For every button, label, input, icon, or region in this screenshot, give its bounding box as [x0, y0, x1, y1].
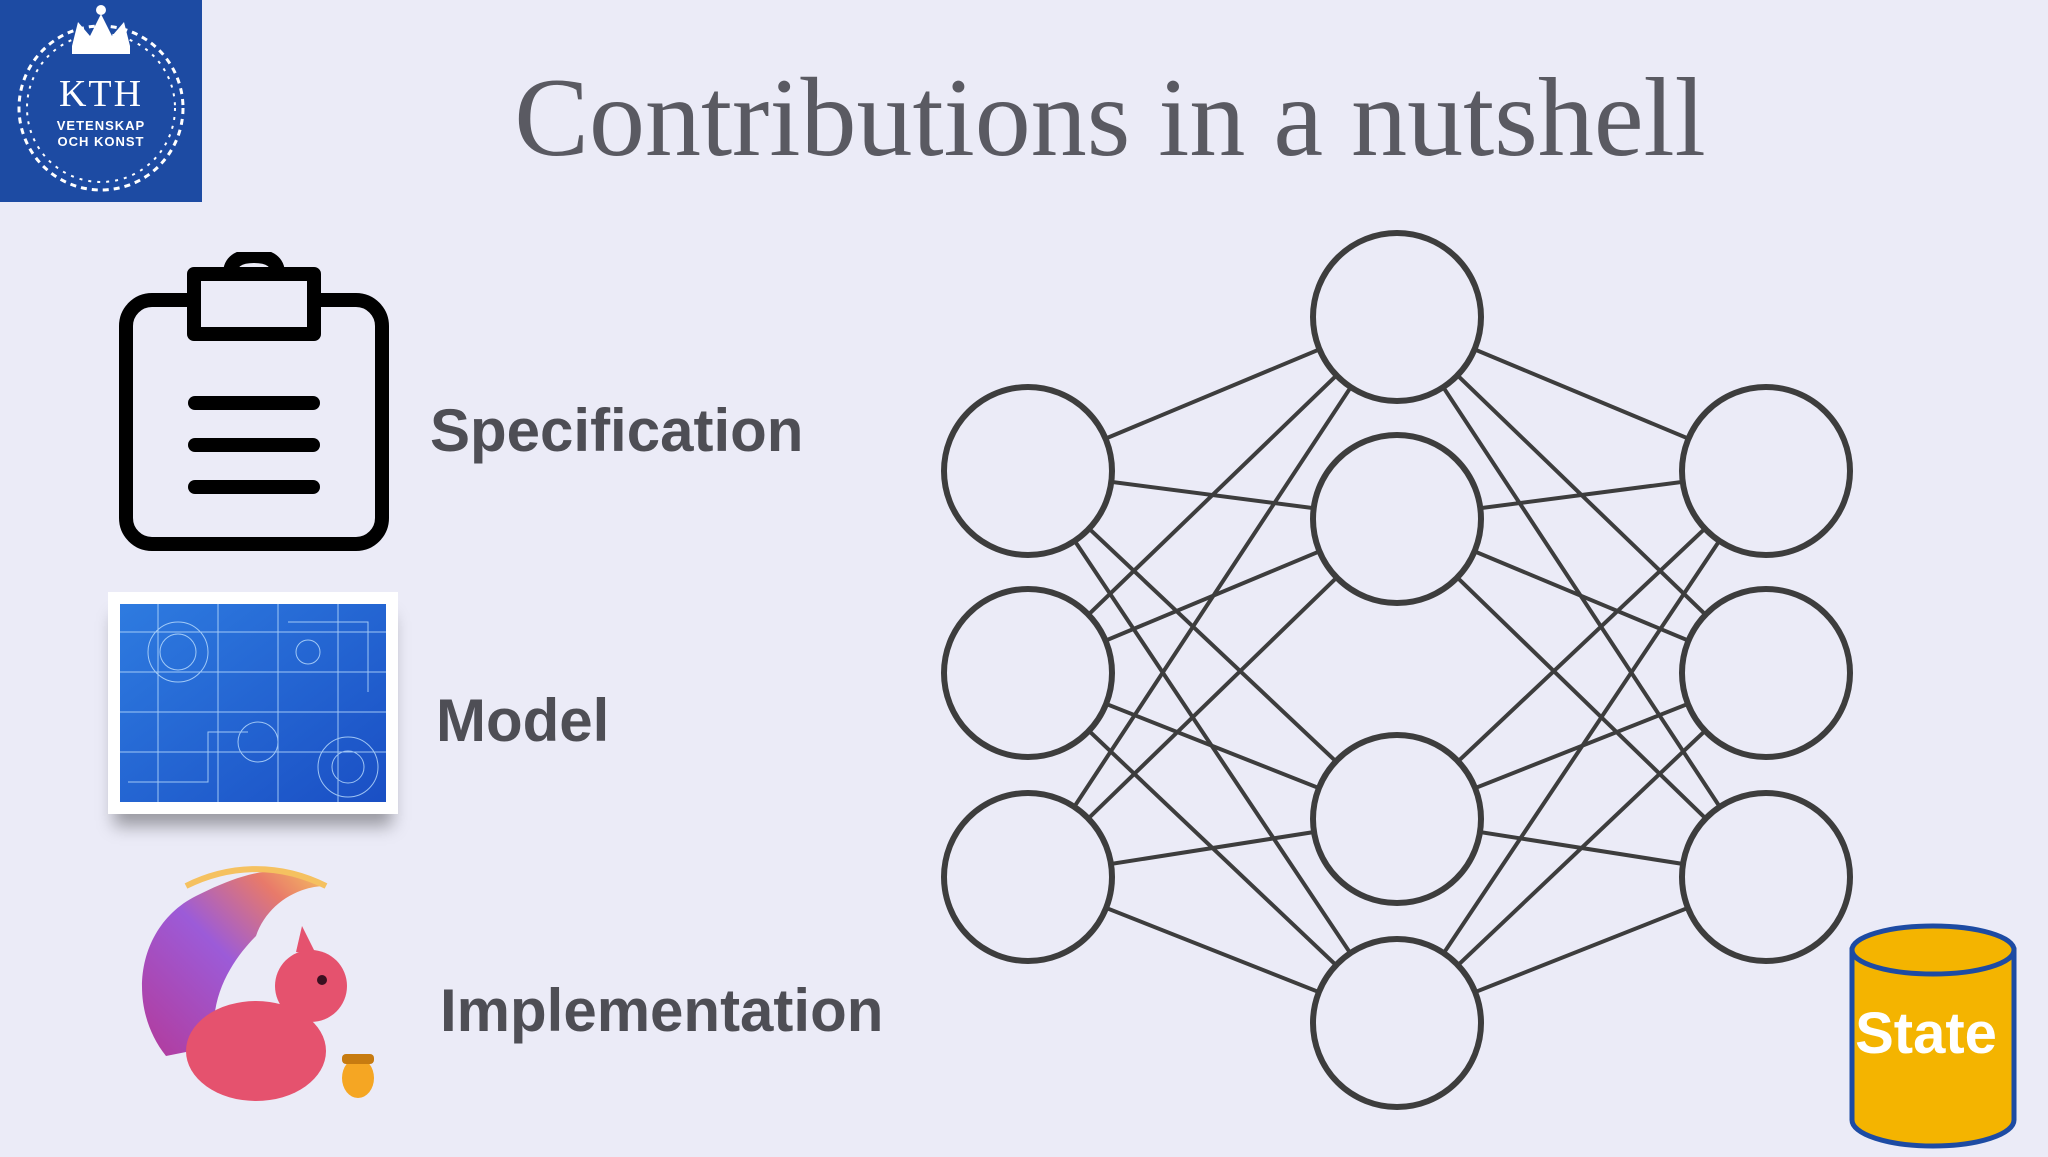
implementation-label: Implementation	[440, 977, 884, 1044]
blueprint-image	[108, 592, 398, 814]
node-layer2-2	[1679, 790, 1853, 964]
node-layer1-3	[1310, 936, 1484, 1110]
edge-l0-2-0	[1026, 315, 1399, 879]
state-badge	[1848, 922, 2018, 1157]
state-label: State	[1855, 1001, 1997, 1066]
node-layer1-0	[1310, 230, 1484, 404]
squirrel-icon	[142, 866, 374, 1101]
specification-label: Specification	[430, 397, 804, 464]
kth-logo: KTH VETENSKAP OCH KONST	[0, 0, 202, 202]
node-layer0-2	[941, 790, 1115, 964]
network-edges	[1026, 315, 1768, 1025]
model-label: Model	[436, 687, 610, 754]
node-layer2-0	[1679, 384, 1853, 558]
squirrel-logo	[126, 856, 386, 1121]
neural-network-diagram	[941, 230, 1853, 1110]
logo-subtext-2: OCH KONST	[57, 134, 145, 149]
database-cylinder-icon	[1849, 923, 2017, 1149]
network-nodes	[941, 230, 1853, 1110]
node-layer1-2	[1310, 732, 1484, 906]
node-layer1-1	[1310, 432, 1484, 606]
logo-subtext-1: VETENSKAP	[56, 118, 146, 133]
node-layer0-0	[941, 384, 1115, 558]
node-layer0-1	[941, 586, 1115, 760]
node-layer2-1	[1679, 586, 1853, 760]
page-title: Contributions in a nutshell	[514, 56, 1706, 180]
edge-l1-3-0	[1395, 469, 1768, 1025]
blueprint-icon	[120, 604, 386, 802]
logo-text: KTH	[58, 73, 144, 115]
clipboard-icon	[118, 248, 390, 559]
crown-wreath-emblem-icon	[17, 5, 185, 192]
